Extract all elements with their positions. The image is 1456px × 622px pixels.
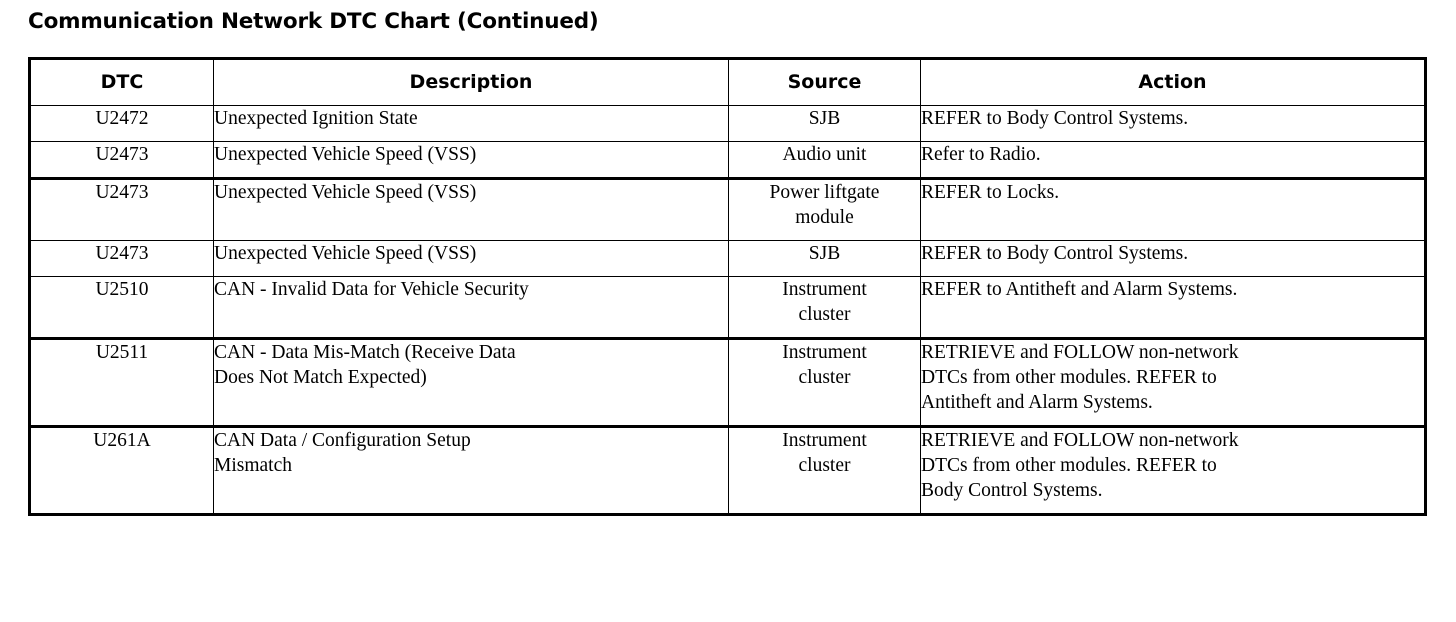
cell-action: REFER to Locks. <box>920 178 1426 241</box>
text-line: SJB <box>808 108 841 129</box>
text-line: Does Not Match Expected) <box>214 367 427 388</box>
text-line: CAN - Invalid Data for Vehicle Security <box>214 279 529 300</box>
cell-action: RETRIEVE and FOLLOW non-network DTCs fro… <box>920 426 1426 515</box>
cell-source: Instrument cluster <box>728 426 921 515</box>
text-line: CAN Data / Configuration Setup <box>214 430 471 451</box>
text-line: Unexpected Vehicle Speed (VSS) <box>214 243 477 264</box>
table-row: U2473 Unexpected Vehicle Speed (VSS) SJB… <box>29 240 1426 277</box>
cell-description: CAN - Data Mis-Match (Receive Data Does … <box>213 338 729 428</box>
text-line: Antitheft and Alarm Systems. <box>921 392 1153 413</box>
text-line: RETRIEVE and FOLLOW non-network <box>921 430 1239 451</box>
cell-source: Instrument cluster <box>728 276 921 340</box>
column-header-dtc: DTC <box>29 58 214 106</box>
text-line: REFER to Body Control Systems. <box>921 108 1189 129</box>
text-line: REFER to Body Control Systems. <box>921 243 1189 264</box>
text-line: cluster <box>798 455 851 476</box>
cell-action: REFER to Body Control Systems. <box>920 240 1426 277</box>
text-line: Power liftgate <box>769 182 880 203</box>
text-line: DTCs from other modules. REFER to <box>921 455 1217 476</box>
cell-dtc: U2510 <box>29 276 214 340</box>
cell-action: Refer to Radio. <box>920 141 1426 180</box>
cell-description: CAN Data / Configuration Setup Mismatch <box>213 426 729 515</box>
text-line: DTCs from other modules. REFER to <box>921 367 1217 388</box>
table-row: U2510 CAN - Invalid Data for Vehicle Sec… <box>29 276 1426 340</box>
table-row: U2473 Unexpected Vehicle Speed (VSS) Pow… <box>29 178 1426 241</box>
text-line: Refer to Radio. <box>921 144 1041 165</box>
table-row: U2473 Unexpected Vehicle Speed (VSS) Aud… <box>29 141 1426 180</box>
cell-action: REFER to Antitheft and Alarm Systems. <box>920 276 1426 340</box>
cell-source: SJB <box>728 105 921 142</box>
text-line: Body Control Systems. <box>921 480 1103 501</box>
cell-source: Instrument cluster <box>728 338 921 428</box>
cell-source: Audio unit <box>728 141 921 180</box>
text-line: Mismatch <box>214 455 292 476</box>
cell-dtc: U2473 <box>29 178 214 241</box>
cell-description: CAN - Invalid Data for Vehicle Security <box>213 276 729 340</box>
cell-action: REFER to Body Control Systems. <box>920 105 1426 142</box>
cell-dtc: U2472 <box>29 105 214 142</box>
cell-dtc: U261A <box>29 426 214 515</box>
cell-source: SJB <box>728 240 921 277</box>
text-line: RETRIEVE and FOLLOW non-network <box>921 342 1239 363</box>
dtc-chart-table: DTC Description Source Action U2472 Unex… <box>28 57 1427 516</box>
text-line: Unexpected Vehicle Speed (VSS) <box>214 182 477 203</box>
table-row: U261A CAN Data / Configuration Setup Mis… <box>29 426 1426 515</box>
cell-dtc: U2511 <box>29 338 214 428</box>
text-line: Unexpected Vehicle Speed (VSS) <box>214 144 477 165</box>
text-line: SJB <box>808 243 841 264</box>
cell-description: Unexpected Vehicle Speed (VSS) <box>213 178 729 241</box>
cell-description: Unexpected Vehicle Speed (VSS) <box>213 240 729 277</box>
cell-dtc: U2473 <box>29 141 214 180</box>
cell-source: Power liftgate module <box>728 178 921 241</box>
text-line: Instrument <box>782 430 867 451</box>
text-line: Unexpected Ignition State <box>214 108 418 129</box>
header-row: DTC Description Source Action <box>29 58 1426 106</box>
text-line: module <box>795 207 854 228</box>
column-header-source: Source <box>728 58 921 106</box>
text-line: REFER to Locks. <box>921 182 1060 203</box>
table-header: DTC Description Source Action <box>29 58 1426 106</box>
text-line: Instrument <box>782 342 867 363</box>
text-line: cluster <box>798 304 851 325</box>
text-line: CAN - Data Mis-Match (Receive Data <box>214 342 516 363</box>
cell-description: Unexpected Ignition State <box>213 105 729 142</box>
table-row: U2472 Unexpected Ignition State SJB REFE… <box>29 105 1426 142</box>
table-body: U2472 Unexpected Ignition State SJB REFE… <box>29 105 1426 515</box>
cell-dtc: U2473 <box>29 240 214 277</box>
page-title: Communication Network DTC Chart (Continu… <box>28 9 599 34</box>
text-line: cluster <box>798 367 851 388</box>
cell-action: RETRIEVE and FOLLOW non-network DTCs fro… <box>920 338 1426 428</box>
column-header-action: Action <box>920 58 1426 106</box>
text-line: Instrument <box>782 279 867 300</box>
table-row: U2511 CAN - Data Mis-Match (Receive Data… <box>29 338 1426 428</box>
text-line: Audio unit <box>782 144 867 165</box>
cell-description: Unexpected Vehicle Speed (VSS) <box>213 141 729 180</box>
text-line: REFER to Antitheft and Alarm Systems. <box>921 279 1238 300</box>
column-header-description: Description <box>213 58 729 106</box>
